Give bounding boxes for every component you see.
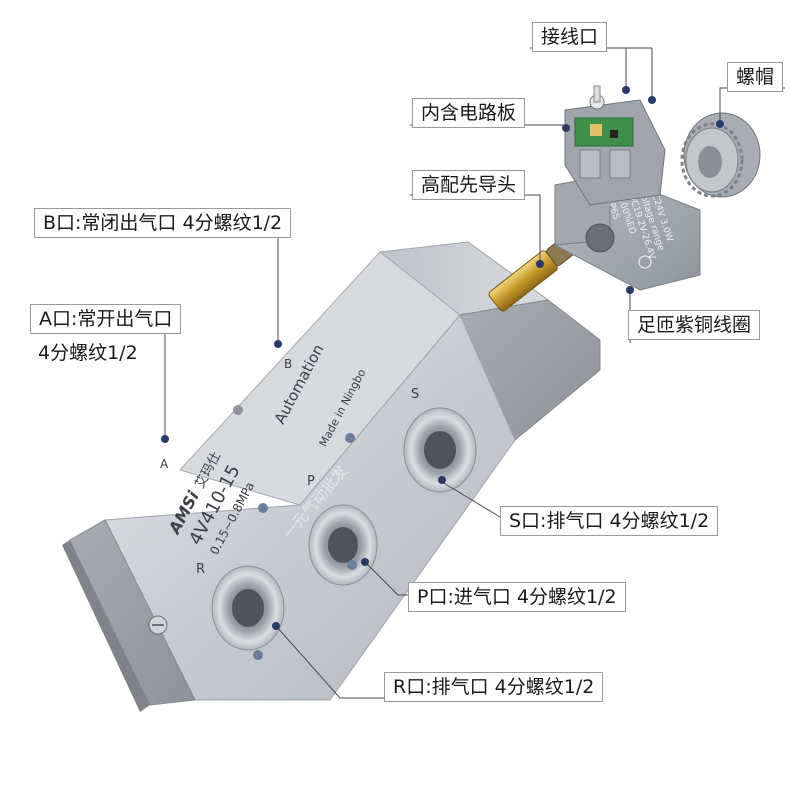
mount-hole xyxy=(233,405,243,415)
port-p xyxy=(308,504,378,586)
callout-wire-port: 接线口 xyxy=(532,22,608,52)
port-r-mark: R xyxy=(196,562,205,577)
mount-hole xyxy=(347,560,357,570)
leader-dot xyxy=(361,558,369,566)
port-r xyxy=(211,565,285,651)
port-s-mark: S xyxy=(411,387,419,402)
callout-port-a-thread: 4分螺纹1/2 xyxy=(38,342,138,364)
valve-body xyxy=(62,241,601,712)
leader-dot xyxy=(536,260,544,268)
callout-circuit-board: 内含电路板 xyxy=(412,98,526,128)
port-a-mark: A xyxy=(160,457,169,471)
callout-nut-cap: 螺帽 xyxy=(727,62,784,92)
mount-hole xyxy=(258,503,268,513)
circuit-board-pcb xyxy=(574,117,634,147)
leader-dot xyxy=(648,96,656,104)
mount-hole xyxy=(253,650,263,660)
leader-dot xyxy=(438,476,446,484)
callout-port-a: A口:常开出气口 xyxy=(30,304,182,334)
callout-copper-coil: 足匝紫铜线圈 xyxy=(628,310,761,340)
mount-hole xyxy=(345,433,355,443)
nut-cap xyxy=(680,112,761,198)
wire-connector xyxy=(564,85,666,206)
leader-dot xyxy=(622,86,630,94)
leader-dot xyxy=(626,286,634,294)
port-p-mark: P xyxy=(307,474,315,489)
callout-port-p: P口:进气口 4分螺纹1/2 xyxy=(408,582,626,612)
port-s xyxy=(403,407,477,493)
leader-dot xyxy=(274,340,282,348)
leader-dot xyxy=(562,124,570,132)
leader-dot xyxy=(272,622,280,630)
leader-dot xyxy=(716,120,724,128)
callout-port-r: R口:排气口 4分螺纹1/2 xyxy=(384,672,604,702)
callout-port-s: S口:排气口 4分螺纹1/2 xyxy=(500,506,719,536)
callout-pilot-head: 高配先导头 xyxy=(412,170,526,200)
callout-port-b: B口:常闭出气口 4分螺纹1/2 xyxy=(34,208,292,238)
port-b-mark: B xyxy=(284,357,292,371)
leader-dot xyxy=(161,435,169,443)
